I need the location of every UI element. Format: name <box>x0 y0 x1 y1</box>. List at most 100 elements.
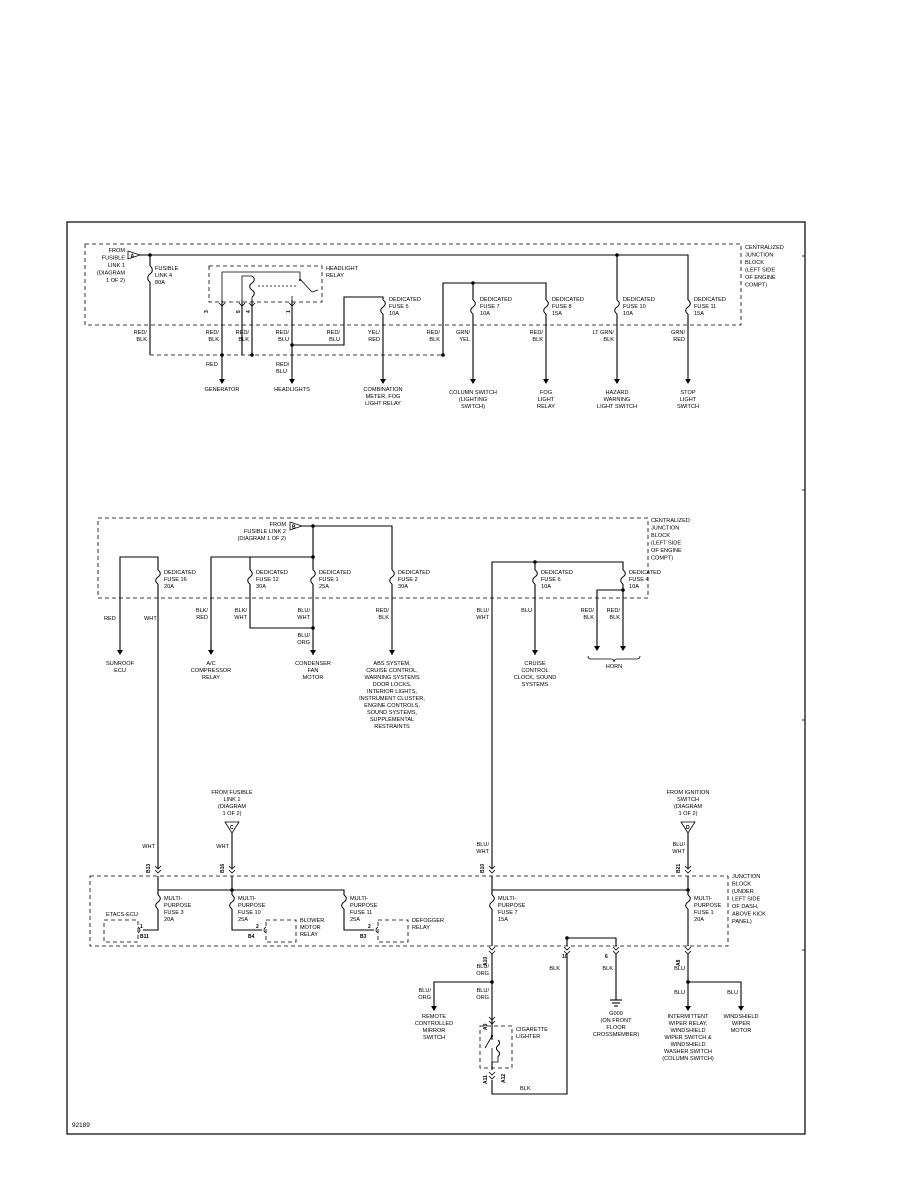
svg-text:RED: RED <box>104 616 116 622</box>
etacs-ecu <box>103 919 139 943</box>
fusible-link-4-icon <box>147 265 153 283</box>
svg-text:RED/BLK: RED/BLK <box>581 608 595 621</box>
blower-motor-relay <box>265 919 297 943</box>
svg-text:BLU/ORG: BLU/ORG <box>476 988 489 1001</box>
diagram-number: 92189 <box>72 1122 90 1129</box>
svg-text:B21: B21 <box>676 864 682 873</box>
svg-text:WHT: WHT <box>216 844 229 850</box>
svg-text:BLK: BLK <box>549 966 560 972</box>
svg-text:A8: A8 <box>676 959 682 966</box>
svg-text:D: D <box>686 825 690 831</box>
fuse-11-icon <box>685 299 691 315</box>
svg-text:A11: A11 <box>483 1075 489 1084</box>
mp-fuse-7-icon <box>489 894 495 910</box>
svg-text:BLU: BLU <box>521 608 532 614</box>
svg-text:BLU: BLU <box>674 990 685 996</box>
fuse-10-icon <box>614 299 620 315</box>
svg-text:B4: B4 <box>248 934 255 940</box>
svg-text:1: 1 <box>140 924 143 930</box>
svg-text:BLU: BLU <box>674 966 685 972</box>
defogger-relay <box>377 919 409 943</box>
svg-text:LT GRN/BLK: LT GRN/BLK <box>592 330 614 343</box>
horn-bracket-icon <box>587 655 641 663</box>
svg-text:BLU/WHT: BLU/WHT <box>476 842 489 855</box>
fuse-8-icon <box>543 299 549 315</box>
middle-wire-labels: RED WHT BLK/RED BLK/WHT BLU/WHT BLU/ORG … <box>104 608 620 646</box>
svg-text:BLU: BLU <box>727 990 738 996</box>
fuse-1-icon <box>310 569 316 585</box>
top-wire-labels: RED/BLK RED/BLK RED/BLK RED/BLU RED/BLU … <box>134 330 686 375</box>
svg-text:B3: B3 <box>360 934 367 940</box>
svg-text:BLK/WHT: BLK/WHT <box>234 608 247 621</box>
lighter-switch-icon <box>484 1035 493 1049</box>
fuse-4-icon <box>620 569 626 585</box>
svg-text:6: 6 <box>605 954 608 960</box>
mp-fuse-1-icon <box>685 894 691 910</box>
svg-text:A10: A10 <box>483 957 489 966</box>
svg-text:A: A <box>131 254 135 260</box>
svg-text:BLU/WHT: BLU/WHT <box>672 842 685 855</box>
mp-fuse-10-icon <box>229 894 235 910</box>
svg-text:RED/BLU: RED/BLU <box>327 330 341 343</box>
svg-text:A12: A12 <box>501 1074 507 1083</box>
fuse-6-icon <box>532 569 538 585</box>
svg-text:RED/BLK: RED/BLK <box>607 608 621 621</box>
fuse-12-icon <box>247 569 253 585</box>
svg-text:B11: B11 <box>140 934 149 940</box>
svg-text:BLU/WHT: BLU/WHT <box>297 608 310 621</box>
connector-d-icon <box>680 821 696 834</box>
svg-text:2: 2 <box>368 924 371 930</box>
svg-text:YEL/RED: YEL/RED <box>368 330 381 343</box>
connector-c-icon <box>224 821 240 834</box>
svg-text:A9: A9 <box>483 1023 489 1030</box>
svg-text:2: 2 <box>256 924 259 930</box>
diagram-frame <box>66 221 806 1135</box>
svg-text:BLU/ORG: BLU/ORG <box>418 988 431 1001</box>
svg-text:WHT: WHT <box>142 844 155 850</box>
connector-b-icon: B <box>289 521 304 531</box>
connector-a-icon: A <box>127 250 142 260</box>
fuse-16-icon <box>155 569 161 585</box>
svg-text:BLK: BLK <box>602 966 613 972</box>
svg-text:BLK: BLK <box>520 1086 531 1092</box>
svg-text:GENERATOR: GENERATOR <box>205 387 240 393</box>
svg-text:B10: B10 <box>480 864 486 873</box>
svg-text:RED/BLK: RED/BLK <box>376 608 390 621</box>
